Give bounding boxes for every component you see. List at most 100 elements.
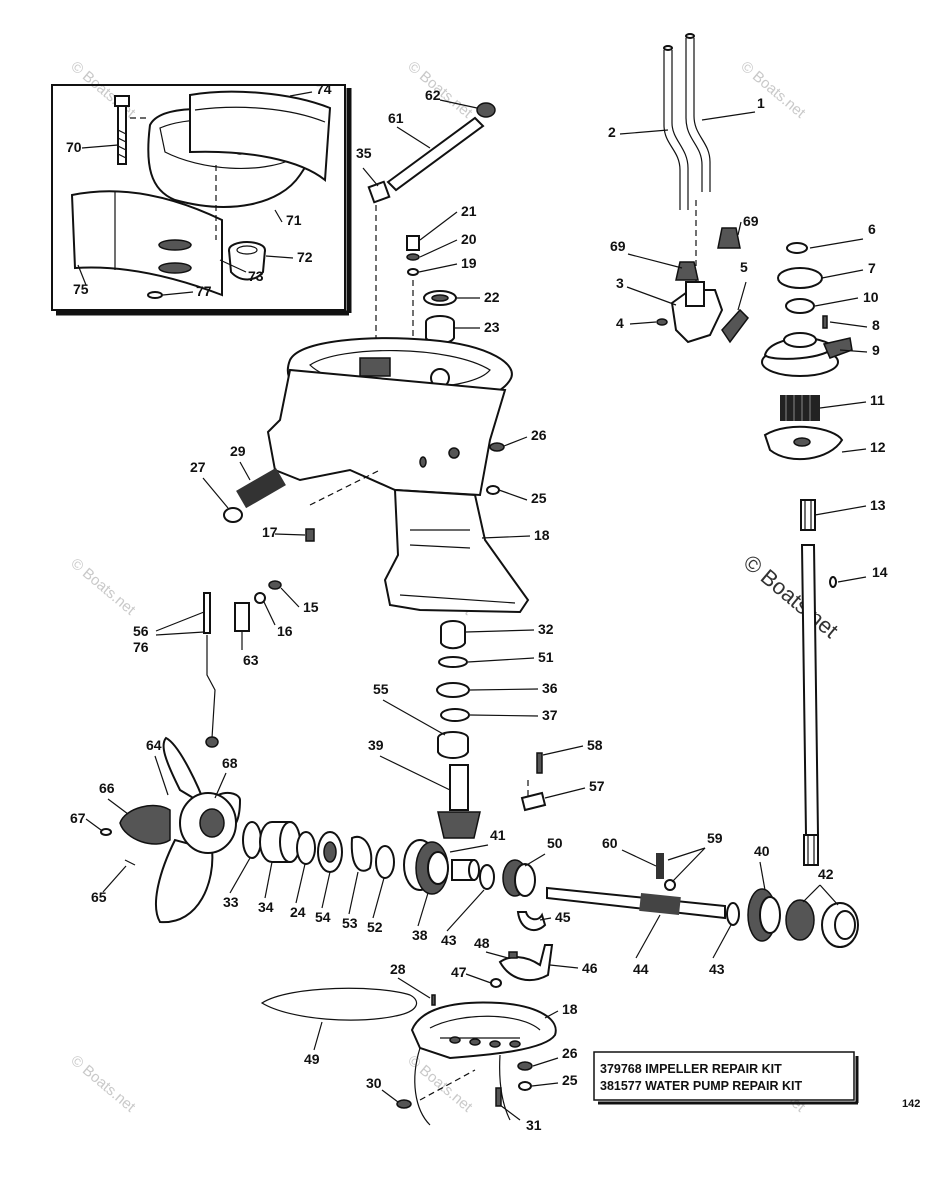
plate-12 (763, 425, 844, 461)
propeller-68 (154, 736, 242, 924)
bearing-22 (423, 290, 457, 306)
propeller-shaft-44 (546, 886, 726, 920)
connector-63 (234, 602, 250, 632)
pin-28 (431, 994, 436, 1006)
callout-45: 45 (555, 909, 571, 925)
callout-43: 43 (441, 932, 457, 948)
callout-11: 11 (870, 392, 885, 408)
watermark: © Boats.net (67, 555, 139, 619)
pin-48 (508, 951, 518, 959)
seal-6 (786, 242, 808, 254)
kit-line-water-pump: 381577 WATER PUMP REPAIR KIT (600, 1079, 803, 1093)
shift-cradle-45 (516, 911, 547, 932)
callout-68: 68 (222, 755, 238, 771)
callout-28: 28 (390, 961, 406, 977)
washer-52 (375, 845, 395, 879)
callout-12: 12 (870, 439, 886, 455)
callout-76: 76 (133, 639, 149, 655)
callout-27: 27 (190, 459, 206, 475)
cone-66 (119, 804, 171, 845)
driveshaft-13 (800, 499, 820, 866)
callout-57: 57 (589, 778, 605, 794)
callout-62: 62 (425, 87, 441, 103)
callout-64: 64 (146, 737, 162, 753)
callout-48: 48 (474, 935, 490, 951)
screen-29 (236, 467, 286, 509)
callout-24: 24 (290, 904, 306, 920)
callout-41: 41 (490, 827, 506, 843)
callout-69: 69 (610, 238, 626, 254)
grommet-72 (228, 241, 266, 281)
callout-59: 59 (707, 830, 723, 846)
washer-37 (440, 708, 470, 722)
callout-69: 69 (743, 213, 759, 229)
callout-50: 50 (547, 835, 563, 851)
callout-33: 33 (223, 894, 239, 910)
pin-60 (656, 853, 664, 879)
callout-14: 14 (872, 564, 888, 580)
o-ring-33 (242, 821, 262, 859)
callout-58: 58 (587, 737, 603, 753)
impeller-11 (780, 395, 820, 421)
callout-52: 52 (367, 919, 383, 935)
clutch-41 (451, 859, 480, 881)
washer-25b (518, 1081, 532, 1091)
screw-30 (396, 1099, 412, 1109)
callout-15: 15 (303, 599, 319, 615)
spring-59 (664, 879, 676, 891)
callout-55: 55 (373, 681, 389, 697)
bushing-35 (367, 180, 391, 204)
bolt-70 (114, 95, 130, 165)
bearing-42 (785, 899, 859, 948)
callout-37: 37 (542, 707, 558, 723)
callout-21: 21 (461, 203, 477, 219)
callout-70: 70 (66, 139, 82, 155)
ring-53 (350, 835, 373, 872)
callout-7: 7 (868, 260, 876, 276)
gasket-5 (721, 308, 749, 344)
plate-75 (70, 190, 223, 297)
callout-73: 73 (248, 268, 264, 284)
nut-26a (489, 442, 505, 452)
callout-56: 56 (133, 623, 149, 639)
washer-25a (486, 485, 500, 495)
bushing-32 (440, 620, 466, 650)
shift-rod-56-76 (203, 592, 219, 748)
page-number: 142 (902, 1098, 920, 1110)
callout-38: 38 (412, 927, 428, 943)
callout-54: 54 (315, 909, 331, 925)
key-14 (829, 576, 837, 588)
bushing-21 (406, 235, 420, 251)
callout-13: 13 (870, 497, 886, 513)
washer-10 (785, 298, 815, 314)
bearing-54 (317, 831, 343, 873)
callout-60: 60 (602, 835, 618, 851)
callout-39: 39 (368, 737, 384, 753)
callout-19: 19 (461, 255, 477, 271)
callout-22: 22 (484, 289, 500, 305)
callout-47: 47 (451, 964, 467, 980)
callout-65: 65 (91, 889, 107, 905)
nut-26b (517, 1061, 533, 1071)
callout-9: 9 (872, 342, 880, 358)
screw-4 (656, 318, 668, 326)
screw-77 (147, 291, 163, 299)
water-tubes-1-2 (663, 33, 711, 290)
pinion-gear-39 (437, 764, 481, 839)
seal-24 (296, 831, 316, 865)
callout-23: 23 (484, 319, 500, 335)
callout-44: 44 (633, 961, 649, 977)
callout-74: 74 (316, 81, 332, 97)
callout-32: 32 (538, 621, 554, 637)
callout-29: 29 (230, 443, 246, 459)
gear-38 (403, 839, 449, 895)
shift-lever-46 (498, 944, 554, 982)
callout-3: 3 (616, 275, 624, 291)
callout-43: 43 (709, 961, 725, 977)
seal-ring-49 (260, 987, 418, 1021)
callout-18: 18 (534, 527, 550, 543)
screw-15 (268, 580, 282, 590)
callout-30: 30 (366, 1075, 382, 1091)
leader-lines (77, 91, 868, 1121)
